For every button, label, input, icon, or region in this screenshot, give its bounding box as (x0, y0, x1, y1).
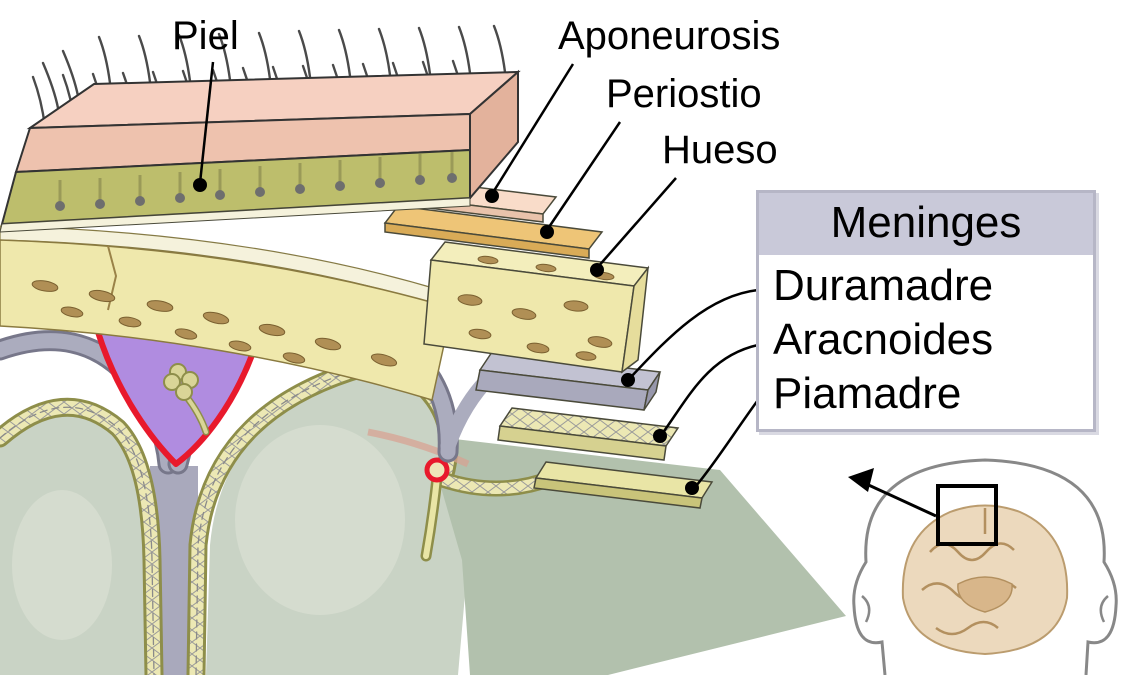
aponeurosis-leader (490, 63, 575, 195)
ear-lines (861, 595, 1109, 623)
meninges-item-piamadre: Piamadre (773, 369, 962, 419)
callout-lines (198, 61, 760, 487)
label-aponeurosis: Aponeurosis (558, 14, 781, 58)
arachnoid-granulation (163, 363, 210, 436)
brain-surface-shadow (436, 438, 846, 675)
meninges-box-title: Meninges (759, 193, 1093, 255)
arachnoid-step (497, 407, 680, 461)
pia-step (533, 461, 714, 509)
galea-line (0, 197, 471, 233)
label-periostio: Periostio (606, 72, 762, 116)
piel-leader (198, 61, 215, 184)
meninges-item-aracnoides: Aracnoides (773, 315, 994, 365)
hair-follicle-bulbs (55, 173, 457, 211)
label-piel: Piel (172, 14, 239, 58)
callout-dots (193, 178, 699, 495)
arrow-icon (848, 468, 937, 518)
periostio-leader (545, 121, 622, 231)
head-inset (848, 458, 1118, 675)
coronal-brain-section (901, 504, 1069, 656)
meninges-box: Meninges Duramadre Aracnoides Piamadre (756, 190, 1096, 433)
bone-marrow-spots (457, 255, 615, 361)
aracnoides-leader (660, 343, 759, 435)
label-hueso: Hueso (662, 128, 778, 172)
skull-bone-band (0, 239, 453, 401)
hueso-leader (596, 177, 677, 269)
region-marker-square (936, 484, 998, 546)
piamadre-leader (695, 399, 760, 487)
meninges-item-duramadre: Duramadre (773, 261, 994, 310)
bone-marrow-spots (31, 280, 398, 367)
duramadre-leader (629, 288, 759, 379)
cut-vein (420, 457, 450, 562)
meninges-box-items: Duramadre Aracnoides Piamadre (759, 255, 1093, 429)
skin-block (0, 24, 521, 233)
hair-follicle-shafts (58, 152, 454, 204)
cortical-vessel (367, 428, 470, 468)
brain-cortex (0, 372, 846, 675)
bone-block (423, 241, 650, 374)
